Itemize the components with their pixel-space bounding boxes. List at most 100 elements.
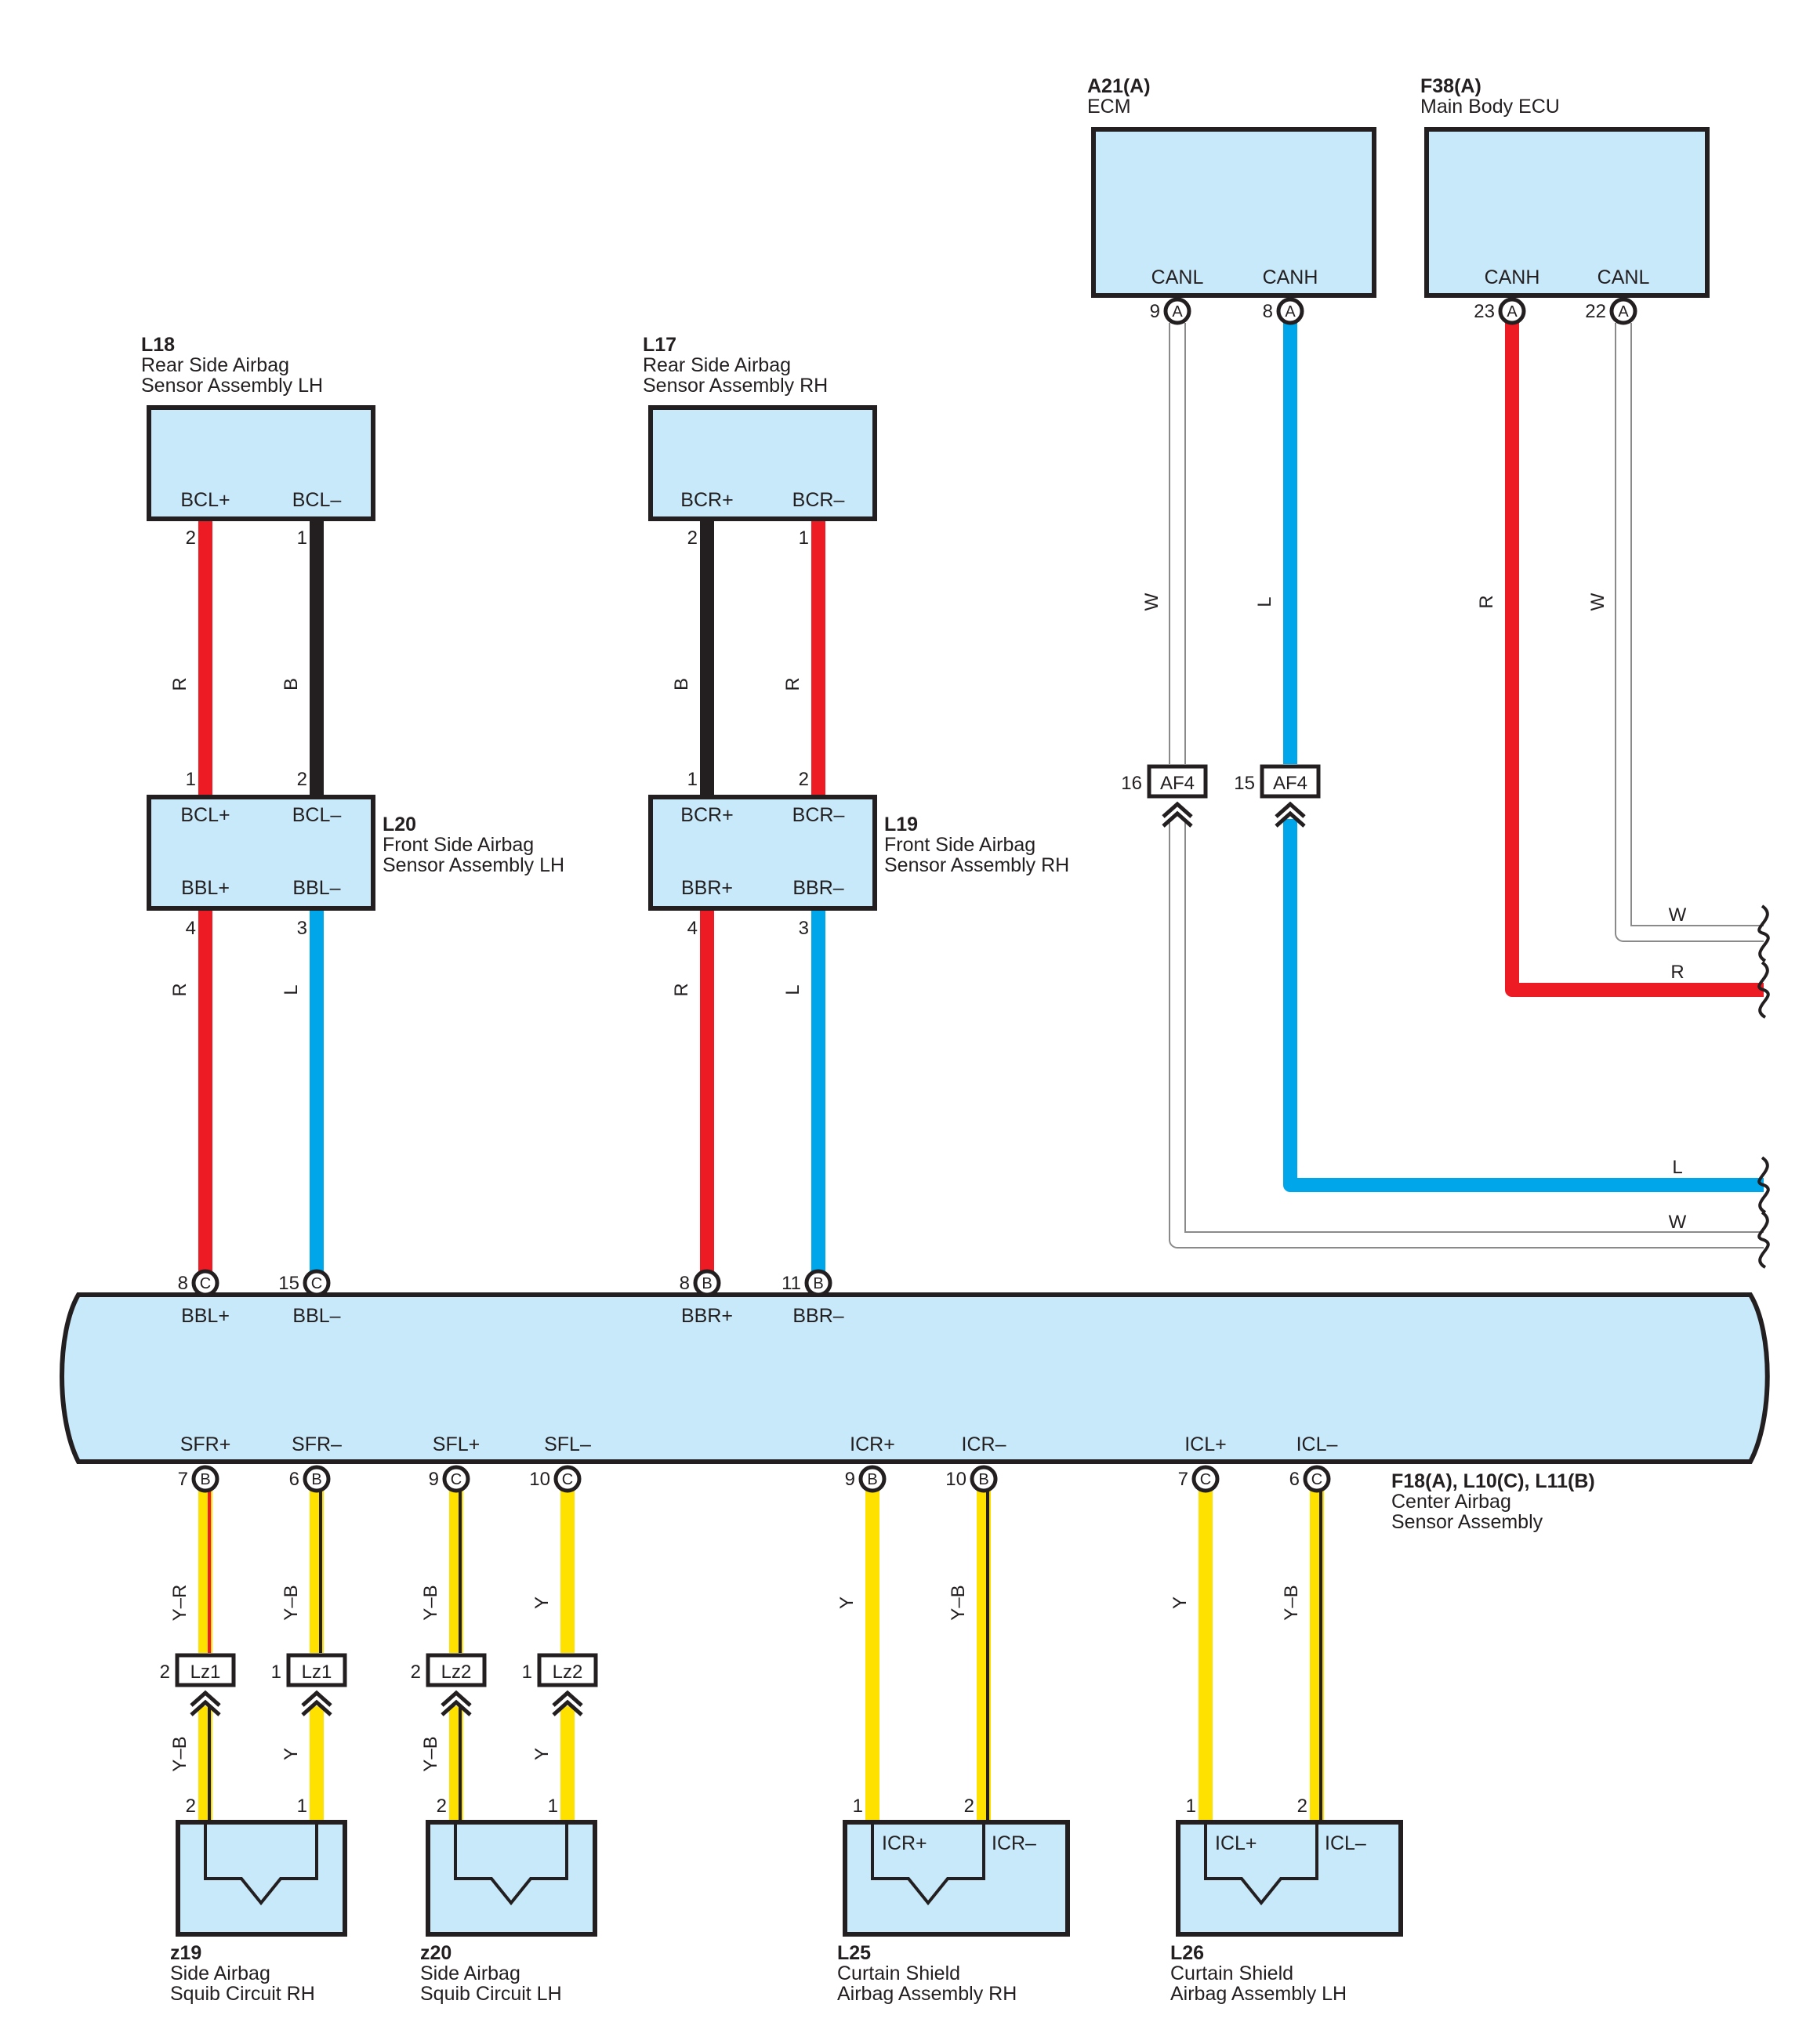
terminal-label: SFL+	[433, 1433, 480, 1455]
pin-number: 6	[289, 1469, 299, 1490]
wire-12	[1170, 819, 1764, 1247]
pin-number: 10	[945, 1469, 966, 1490]
connector-chevron	[1162, 801, 1193, 818]
wire-break	[1757, 1156, 1770, 1214]
pin-C10: C 10	[529, 1465, 582, 1493]
component-title: L18	[141, 334, 175, 356]
connector-box	[286, 1653, 347, 1687]
connector-chevron	[1162, 810, 1193, 828]
wire-color-label: L	[281, 984, 302, 995]
pin-circle	[1163, 297, 1191, 325]
pin-letter: C	[1311, 1471, 1322, 1488]
pin-circle	[970, 1465, 998, 1493]
terminal-label: BBL–	[292, 877, 340, 899]
pin-circle	[858, 1465, 887, 1493]
wire-color-label: W	[1587, 593, 1608, 611]
terminal-label: SFR+	[180, 1433, 231, 1455]
pin-number: 2	[1297, 1796, 1307, 1817]
pin-number: 15	[278, 1273, 299, 1294]
connector-box	[175, 1653, 236, 1687]
component-box	[1424, 127, 1710, 298]
terminal-label: BBR–	[792, 877, 843, 899]
pin-letter: C	[1200, 1471, 1211, 1488]
pin-C6: C6	[1289, 1465, 1331, 1493]
pin-number: 2	[964, 1796, 974, 1817]
pin-number: 4	[186, 918, 196, 939]
wire-color-label: Y	[1170, 1596, 1191, 1609]
pin-letter: B	[311, 1471, 321, 1488]
terminal-label: BCR–	[792, 489, 845, 511]
wire-color-label: R	[671, 983, 692, 996]
pin-number: 10	[529, 1469, 550, 1490]
wire-color-label: Y–B	[948, 1585, 969, 1620]
squib-symbol	[454, 1822, 568, 1906]
terminal-label: ICR–	[962, 1433, 1006, 1455]
pin-B10: B10	[945, 1465, 998, 1493]
connector-chevron	[190, 1699, 221, 1716]
pin-letter: B	[702, 1275, 712, 1292]
pin-number: 2	[799, 769, 809, 790]
pin-circle	[693, 1269, 721, 1297]
component-desc: Front Side Airbag	[884, 834, 1035, 856]
connector-chevron	[552, 1699, 583, 1716]
pin-C8: C8	[178, 1269, 219, 1297]
terminal-label: ICL–	[1296, 1433, 1338, 1455]
component-desc: Airbag Assembly RH	[837, 1983, 1017, 2005]
wire-color-label: Y	[836, 1596, 858, 1609]
component-desc: Side Airbag	[170, 1962, 270, 1984]
center-title: F18(A), L10(C), L11(B)	[1391, 1470, 1595, 1492]
pin-number: 1	[186, 769, 196, 790]
wire-color-label: Y	[281, 1748, 302, 1760]
component-desc: Main Body ECU	[1420, 96, 1560, 118]
pin-number: 4	[687, 918, 698, 939]
pin-circle	[303, 1465, 331, 1493]
pin-A23: A23	[1474, 297, 1526, 325]
connector-box	[426, 1653, 487, 1687]
terminal-label: BCR+	[680, 489, 733, 511]
connector-label: Lz2	[441, 1662, 472, 1683]
component-title: L20	[383, 814, 416, 835]
wire-break	[1757, 1211, 1770, 1269]
wire-color-label: Y–B	[281, 1585, 302, 1620]
pin-C7: C7	[1178, 1465, 1220, 1493]
pin-number: 8	[1263, 301, 1273, 322]
pin-B9: B9	[845, 1465, 887, 1493]
component-desc: Sensor Assembly RH	[643, 375, 828, 397]
component-box	[1091, 127, 1376, 298]
pin-B6: B6	[289, 1465, 331, 1493]
terminal-label: ICR–	[992, 1832, 1036, 1854]
terminal-label: CANH	[1263, 266, 1318, 288]
wire-color-label: R	[169, 677, 190, 690]
pin-number: 1	[853, 1796, 863, 1817]
terminal-label: BBL+	[181, 1305, 230, 1327]
pin-number: 7	[178, 1469, 188, 1490]
connector-label: Lz2	[553, 1662, 583, 1683]
connector-chevron	[441, 1699, 472, 1716]
wire-color-label: L	[782, 984, 803, 995]
pin-number: 2	[186, 1796, 196, 1817]
pin-letter: B	[813, 1275, 823, 1292]
wire-color-label: R	[782, 677, 803, 690]
pin-letter: C	[562, 1471, 573, 1488]
terminal-label: BCR+	[680, 804, 733, 826]
component-desc: Squib Circuit RH	[170, 1983, 315, 2005]
component-desc: Rear Side Airbag	[643, 354, 791, 376]
connector-box	[537, 1653, 598, 1687]
pin-number: 2	[411, 1662, 421, 1683]
connector-Lz2-2: Lz2 2	[411, 1653, 487, 1716]
terminal-label: CANL	[1597, 266, 1650, 288]
terminal-label: SFR–	[292, 1433, 342, 1455]
pin-circle	[1609, 297, 1637, 325]
pin-A8: A8	[1263, 297, 1304, 325]
pin-number: 3	[799, 918, 809, 939]
wire-color-label: W	[1669, 1212, 1687, 1233]
